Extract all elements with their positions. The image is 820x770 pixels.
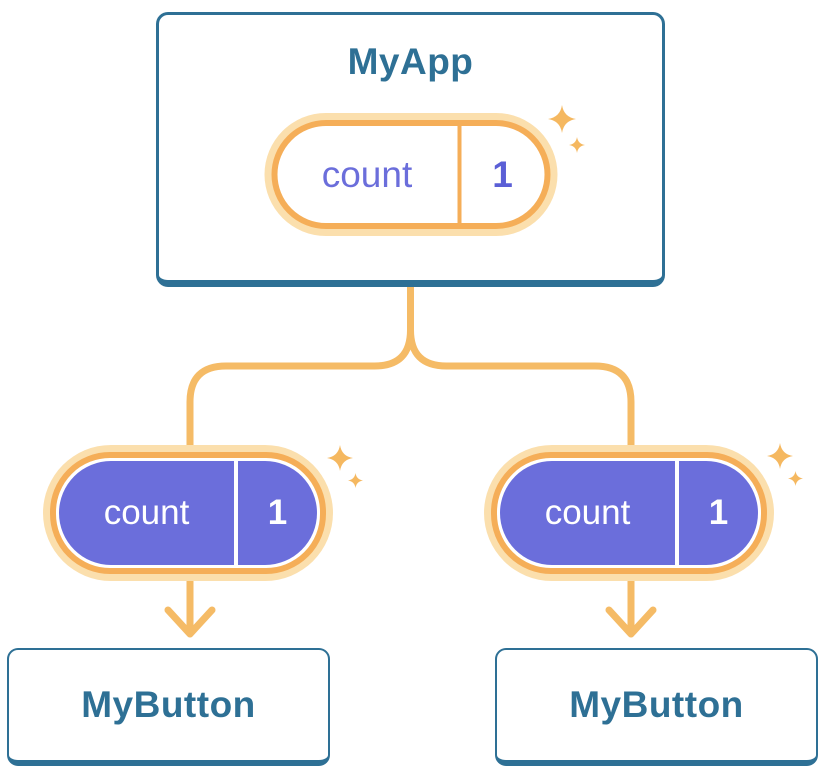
state-name: count: [321, 153, 413, 195]
state-divider: [234, 461, 238, 565]
state-pill-ring: count 1: [491, 452, 767, 574]
state-pill-fill: count 1: [59, 461, 317, 565]
state-value: 1: [267, 493, 288, 532]
state-value: 1: [708, 493, 729, 532]
mybutton-component-card-left: MyButton: [7, 648, 330, 766]
sparkle-icon: [327, 445, 353, 471]
sparkle-icon: [569, 137, 585, 153]
sparkle-icon: [348, 473, 363, 488]
tree-branch-left: [186, 280, 414, 462]
right-child-state-pill: count 1: [484, 445, 774, 581]
left-child-state-pill: count 1: [43, 445, 333, 581]
state-divider: [457, 126, 461, 223]
state-name: count: [544, 493, 631, 532]
mybutton-component-card-right: MyButton: [495, 648, 818, 766]
component-title: MyButton: [569, 684, 744, 725]
state-divider: [675, 461, 679, 565]
state-name: count: [103, 493, 190, 532]
arrow-right-head: [605, 606, 657, 638]
arrow-left-head: [164, 606, 216, 638]
state-pill-fill: count 1: [500, 461, 758, 565]
sparkle-icon: [767, 443, 793, 469]
sparkle-icon: [548, 105, 576, 133]
component-title: MyApp: [347, 41, 474, 82]
myapp-component-card: MyApp count 1: [156, 12, 665, 287]
state-value: 1: [492, 153, 513, 195]
sparkle-icon: [788, 471, 803, 486]
component-title: MyButton: [81, 684, 256, 725]
tree-branch-right: [407, 280, 635, 462]
state-pill-ring: count 1: [271, 120, 550, 229]
parent-state-pill: count 1: [264, 113, 557, 236]
state-pill-ring: count 1: [50, 452, 326, 574]
